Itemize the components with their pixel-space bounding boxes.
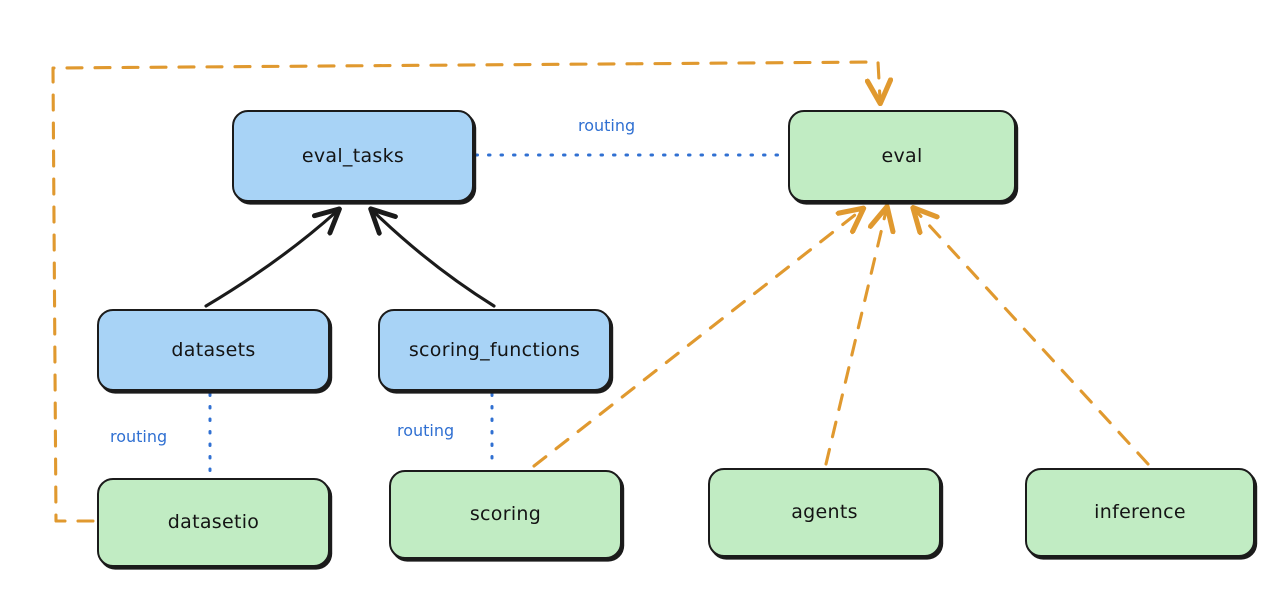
node-eval-tasks[interactable]: eval_tasks: [232, 110, 474, 202]
edge-inference-to-eval: [916, 211, 1150, 466]
node-label-scoring: scoring: [469, 503, 542, 525]
node-label-eval: eval: [881, 144, 923, 167]
edge-scoring-functions-to-eval-tasks: [374, 212, 496, 308]
edge-datasets-to-eval-tasks: [204, 212, 336, 308]
node-scoring[interactable]: scoring: [389, 470, 622, 559]
node-label-inference: inference: [1094, 501, 1186, 523]
edge-label-routing-scoring-functions-scoring: routing: [397, 421, 455, 440]
node-scoring-functions[interactable]: scoring_functions: [378, 309, 611, 391]
node-label-agents: agents: [791, 501, 858, 523]
node-label-scoring-functions: scoring_functions: [408, 338, 581, 361]
node-label-datasetio: datasetio: [167, 511, 260, 533]
node-label-eval-tasks: eval_tasks: [301, 144, 405, 167]
edge-agents-to-eval: [824, 211, 886, 466]
node-label-datasets: datasets: [171, 338, 256, 361]
node-inference[interactable]: inference: [1025, 468, 1255, 557]
node-agents[interactable]: agents: [708, 468, 941, 557]
node-datasetio[interactable]: datasetio: [97, 478, 330, 567]
edge-label-routing-eval-tasks-eval: routing: [578, 116, 636, 135]
edge-label-routing-datasets-datasetio: routing: [110, 427, 168, 446]
node-datasets[interactable]: datasets: [97, 309, 330, 391]
node-eval[interactable]: eval: [788, 110, 1016, 202]
